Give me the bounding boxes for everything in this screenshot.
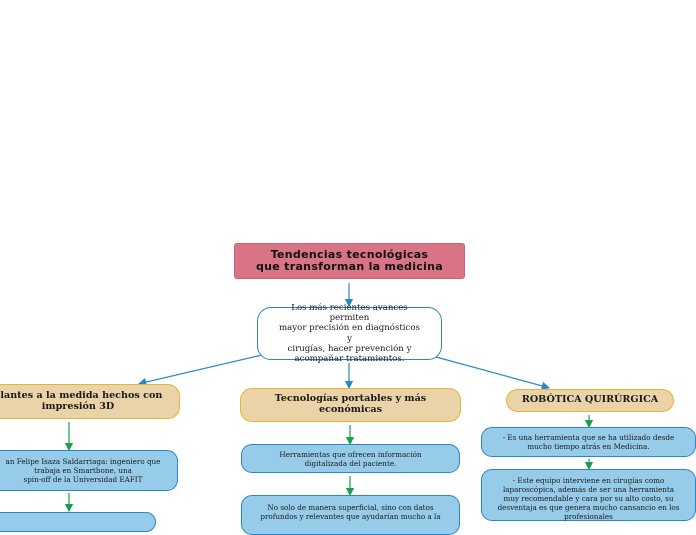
- leaf-text-line: No solo de manera superficial, sino con …: [267, 503, 434, 512]
- leaf-node-robotics-history[interactable]: - Es una herramienta que se ha utilizado…: [481, 427, 696, 457]
- leaf-text-line: trabaja en Smartbone, una: [34, 466, 132, 475]
- root-topic-node[interactable]: Tendencias tecnológicas que transforman …: [234, 243, 465, 279]
- branch-node-portable-tech[interactable]: Tecnologías portables y más económicas: [240, 388, 461, 422]
- branch-label-line: impresión 3D: [41, 400, 115, 412]
- leaf-node-smartbone[interactable]: an Felipe Isaza Saldarriaga: ingeniero q…: [0, 450, 178, 491]
- branch-label-line: económicas: [319, 404, 382, 415]
- branch-label-line: Tecnologías portables y más: [274, 393, 427, 405]
- arrow-main-to-branch-3: [435, 356, 551, 390]
- leaf-text-line: profesionales: [564, 512, 613, 521]
- main-topic-node[interactable]: Los más recientes avances permiten mayor…: [257, 303, 442, 364]
- leaf-node-robotics-surgery[interactable]: - Este equipo interviene en cirugías com…: [481, 469, 696, 521]
- leaf-text-line: digitalizada del paciente.: [304, 458, 397, 468]
- branch-node-surgical-robotics[interactable]: ROBÓTICA QUIRÚRGICA: [506, 389, 674, 412]
- main-topic-line: mayor precisión en diagnósticos y: [279, 323, 420, 344]
- leaf-text-line: profundos y relevantes que ayudarían muc…: [260, 512, 441, 521]
- arrow-main-to-branch-1: [137, 354, 263, 387]
- leaf-node-deep-data[interactable]: No solo de manera superficial, sino con …: [241, 495, 460, 535]
- leaf-text-line: - Este equipo interviene en cirugías com…: [512, 476, 665, 485]
- root-topic-line-1: Tendencias tecnológicas: [270, 247, 429, 261]
- leaf-text-line: an Felipe Isaza Saldarriaga: ingeniero q…: [5, 457, 161, 466]
- leaf-text-line: mucho tiempo atrás en Medicina.: [527, 442, 650, 451]
- main-topic-line: acompañar tratamientos.: [294, 354, 405, 365]
- leaf-text-line: desventaja es que genera mucho cansancio…: [497, 503, 680, 512]
- leaf-text-line: spin-off de la Universidad EAFIT: [23, 475, 143, 484]
- leaf-node-digital-info[interactable]: Herramientas que ofrecen información dig…: [241, 444, 460, 473]
- leaf-text-line: laparoscópica, además de ser una herrami…: [502, 485, 675, 494]
- branch-label-line: ROBÓTICA QUIRÚRGICA: [521, 394, 659, 406]
- main-topic-line: cirugías, hacer prevención y: [287, 343, 412, 354]
- leaf-text-line: Herramientas que ofrecen información: [279, 449, 422, 459]
- connector-layer: [64, 283, 594, 513]
- branch-node-implants-3d[interactable]: plantes a la medida hechos con impresión…: [0, 384, 180, 419]
- leaf-text-line: - Es una herramienta que se ha utilizado…: [502, 433, 675, 442]
- leaf-node-implants-detail[interactable]: [0, 512, 156, 532]
- branch-label-line: plantes a la medida hechos con: [0, 389, 163, 401]
- root-topic-line-2: que transforman la medicina: [255, 260, 444, 273]
- main-topic-line: Los más recientes avances permiten: [291, 302, 408, 323]
- leaf-text-line: muy recomendable y cara por su alto cost…: [503, 494, 674, 503]
